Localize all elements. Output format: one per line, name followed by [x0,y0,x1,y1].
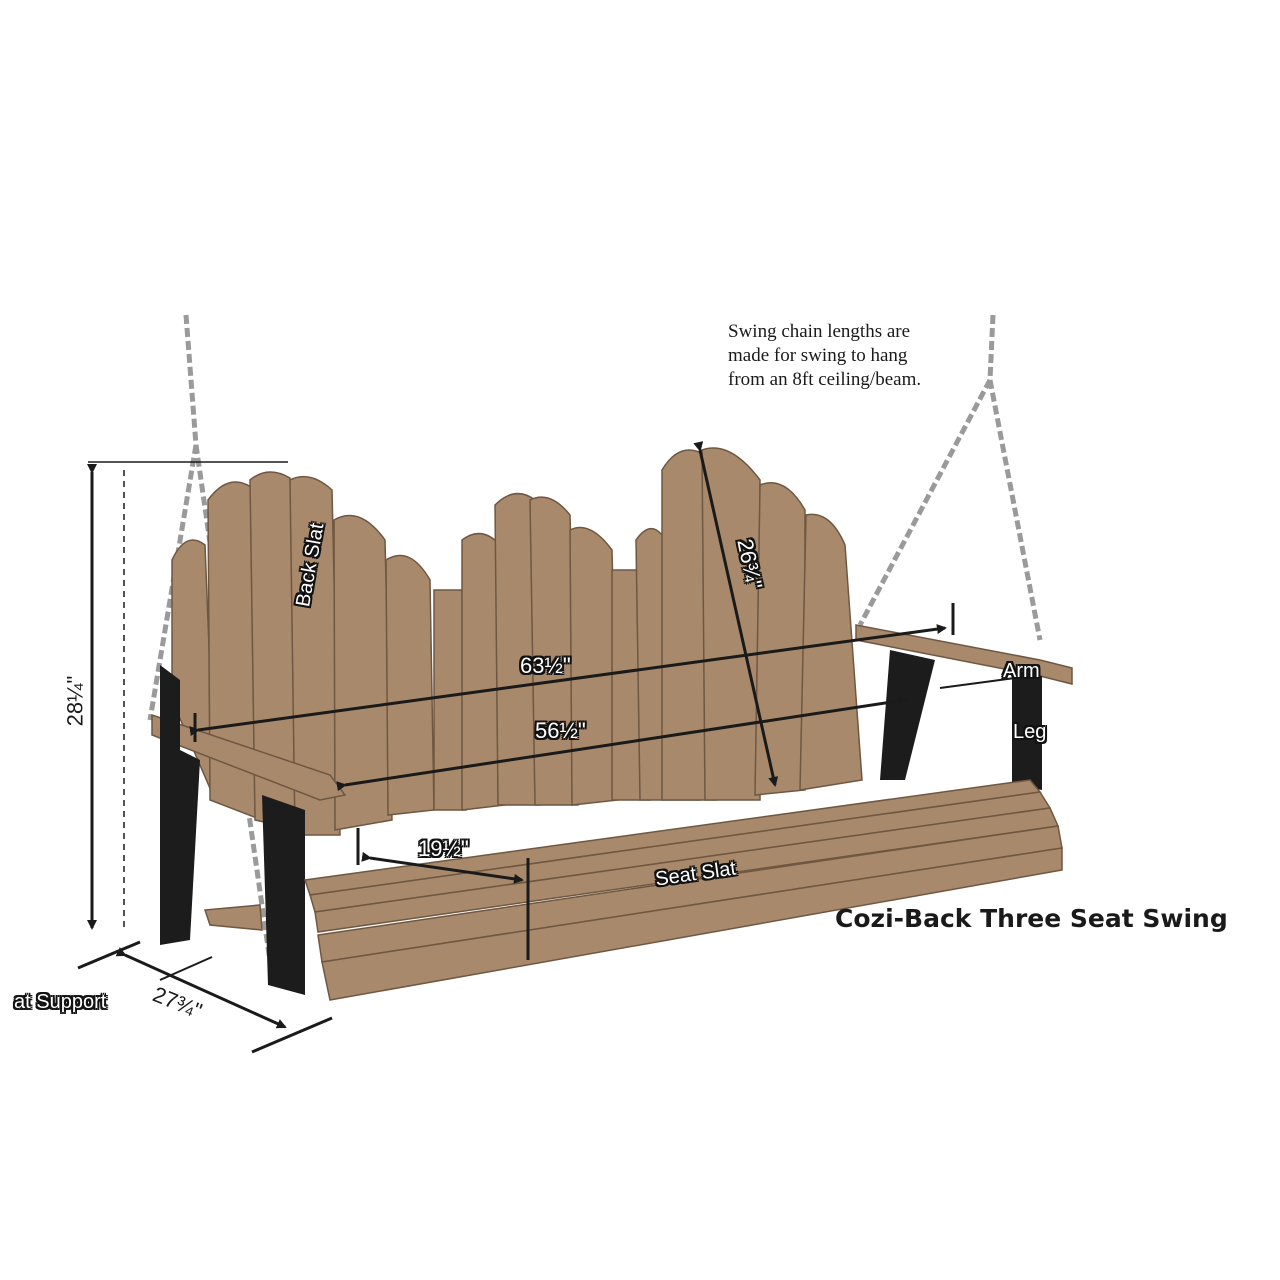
seat-left-end [203,904,263,931]
dim-overall-width: 63½" [520,653,571,678]
chain-right [857,314,1043,641]
back-slats-middle [433,492,651,811]
leg-right-post [1012,670,1042,790]
back-slats-right [635,447,863,801]
dim-seat-depth: 19½" [418,836,469,861]
dimension-lines [77,441,1016,1054]
leg-right [880,650,935,780]
chain-length-note: Swing chain lengths are made for swing t… [728,320,988,392]
dim-overall-height: 28¼" [62,675,88,727]
leg-left [160,740,200,945]
leg-left-post [262,795,305,995]
note-line: from an 8ft ceiling/beam. [728,369,922,390]
seat-slats [304,779,1063,1001]
label-seat-support: at Support [14,991,107,1013]
arm-left [151,713,347,801]
note-line: Swing chain lengths are [728,321,911,342]
frame-left-back [160,665,180,760]
label-leg: Leg [1013,721,1047,743]
dim-seat-width: 56½" [535,718,586,743]
product-title: Cozi-Back Three Seat Swing [835,904,1228,933]
note-line: made for swing to hang [728,345,908,366]
label-arm: Arm [1003,660,1040,682]
